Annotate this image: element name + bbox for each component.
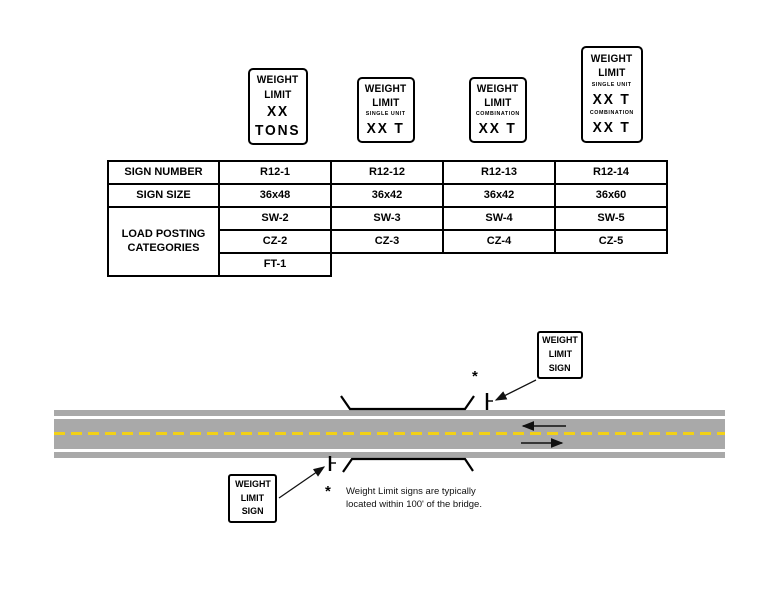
cell-load-posting-sw: SW-5	[554, 206, 668, 231]
footnote: Weight Limit signs are typically located…	[346, 485, 506, 511]
empty-cell	[443, 253, 555, 276]
table-row: SIGN SIZE 36x48 36x42 36x42 36x60	[107, 183, 668, 208]
cell-sign-number: R12-13	[442, 160, 556, 185]
leader-arrow-bottom	[278, 466, 326, 499]
footnote-line: located within 100' of the bridge.	[346, 499, 482, 510]
callout-text-line: LIMIT	[240, 492, 265, 504]
cell-load-posting-cz: CZ-3	[330, 229, 444, 254]
table-row: LOAD POSTING CATEGORIES SW-2 SW-3 SW-4 S…	[107, 206, 668, 277]
callout-text-line: SIGN	[549, 362, 571, 374]
cell-load-posting-cz: CZ-2	[218, 229, 332, 254]
sign-text-line: WEIGHT	[591, 52, 633, 65]
callout-text-line: WEIGHT	[542, 335, 578, 347]
sign-r12-14: WEIGHT LIMIT SINGLE UNIT XX T COMBINATIO…	[581, 46, 643, 143]
callout-text-line: WEIGHT	[234, 478, 271, 490]
cell-sign-size: 36x42	[330, 183, 444, 208]
sign-text-line: LIMIT	[598, 67, 626, 80]
sign-text-line: WEIGHT	[365, 83, 407, 96]
sign-text-line: LIMIT	[484, 97, 512, 110]
sign-text-line: XX T	[592, 119, 632, 137]
sign-text-line: XX T	[366, 119, 406, 137]
sign-text-line: COMBINATION	[590, 109, 634, 116]
cell-sign-size: 36x42	[442, 183, 556, 208]
cell-load-posting-cz: CZ-4	[442, 229, 556, 254]
callout-text-line: LIMIT	[548, 349, 572, 361]
row-header-text: LOAD POSTING CATEGORIES	[121, 228, 206, 254]
bridge-rail-bottom	[342, 457, 474, 473]
sign-text-line: XX T	[592, 91, 632, 109]
sign-text-line: TONS	[255, 121, 301, 139]
asterisk-marker-top: *	[472, 368, 478, 385]
row-header-load-posting: LOAD POSTING CATEGORIES	[107, 206, 220, 277]
callout-text-line: SIGN	[241, 506, 264, 518]
cell-sign-size: 36x48	[218, 183, 332, 208]
callout-weight-limit-sign-top: WEIGHT LIMIT SIGN	[537, 331, 583, 379]
asterisk-marker-note: *	[325, 483, 331, 500]
empty-cell	[555, 253, 667, 276]
callout-weight-limit-sign-bottom: WEIGHT LIMIT SIGN	[228, 474, 277, 523]
cell-load-posting-ft: FT-1	[218, 252, 332, 277]
cell-sign-number: R12-1	[218, 160, 332, 185]
cell-load-posting-cz: CZ-5	[554, 229, 668, 254]
table-row: FT-1	[108, 252, 667, 277]
sign-text-line: XX T	[478, 119, 518, 137]
sign-spec-table: SIGN NUMBER R12-1 R12-12 R12-13 R12-14 S…	[107, 160, 668, 277]
footnote-line: Weight Limit signs are typically	[346, 486, 476, 497]
sign-r12-13: WEIGHT LIMIT COMBINATION XX T	[469, 77, 527, 143]
sign-r12-12: WEIGHT LIMIT SINGLE UNIT XX T	[357, 77, 415, 143]
cell-load-posting-sw: SW-4	[442, 206, 556, 231]
table-row: CZ-2 CZ-3 CZ-4 CZ-5	[108, 229, 668, 254]
empty-cell	[331, 253, 443, 276]
sign-text-line: SINGLE UNIT	[592, 81, 632, 88]
sign-text-line: LIMIT	[372, 97, 400, 110]
cell-load-posting-sw: SW-2	[218, 206, 332, 231]
sign-r12-1: WEIGHT LIMIT XX TONS	[248, 68, 308, 145]
cell-load-posting-sw: SW-3	[330, 206, 444, 231]
sign-text-line: WEIGHT	[477, 83, 519, 96]
sign-text-line: SINGLE UNIT	[366, 111, 406, 118]
table-row: SIGN NUMBER R12-1 R12-12 R12-13 R12-14	[107, 160, 668, 185]
yellow-center-line	[54, 432, 725, 435]
leader-arrow-top	[494, 379, 537, 401]
sign-text-line: LIMIT	[264, 88, 292, 101]
bridge-rail-top	[340, 395, 475, 411]
road-shoulder-bottom	[54, 452, 725, 458]
row-header-sign-number: SIGN NUMBER	[107, 160, 220, 185]
sign-text-line: XX	[266, 103, 290, 121]
cell-sign-number: R12-14	[554, 160, 668, 185]
cell-sign-size: 36x60	[554, 183, 668, 208]
sign-text-line: COMBINATION	[476, 111, 520, 118]
sign-text-line: WEIGHT	[257, 74, 299, 87]
road-shoulder-top	[54, 410, 725, 416]
row-header-sign-size: SIGN SIZE	[107, 183, 220, 208]
cell-sign-number: R12-12	[330, 160, 444, 185]
